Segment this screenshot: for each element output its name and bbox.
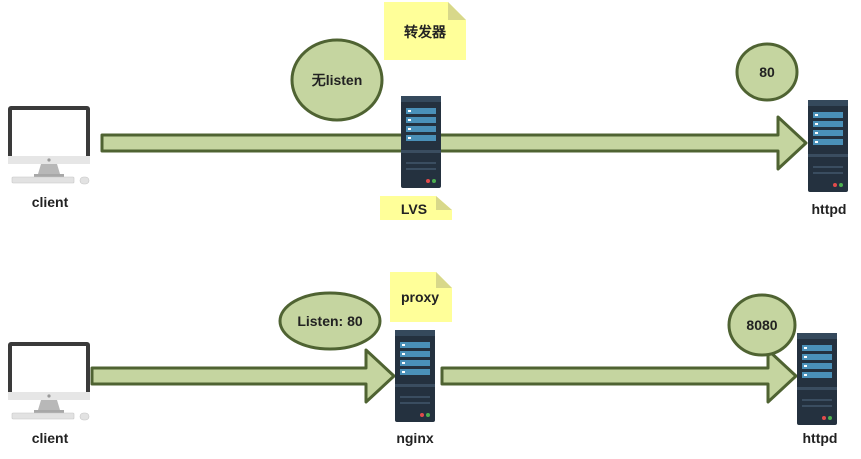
- nginx-to-httpd-arrow: [440, 348, 798, 404]
- top-httpd-server-icon: [808, 100, 848, 192]
- bottom-httpd-server-icon: [797, 333, 837, 425]
- client-computer-icon: [7, 105, 91, 185]
- client-label: client: [32, 194, 69, 210]
- bottom-httpd-label: httpd: [803, 430, 838, 446]
- lvs-note: LVS: [380, 196, 452, 220]
- client-to-nginx-arrow: [90, 348, 396, 404]
- bottom-client-label: client: [32, 430, 69, 446]
- listen-bubble-text: Listen: 80: [297, 313, 363, 329]
- proxy-note-text: proxy: [401, 289, 439, 305]
- bottom-port-bubble: 8080: [727, 293, 797, 357]
- no-listen-bubble-text: 无listen: [311, 72, 363, 88]
- forwarder-note-text: 转发器: [404, 24, 447, 40]
- no-listen-bubble: 无listen: [290, 38, 384, 122]
- top-port-bubble-text: 80: [759, 64, 775, 80]
- forwarder-note: 转发器: [384, 2, 466, 60]
- top-scenario: client 转发器 无listen LVS 80 httpd: [7, 2, 848, 220]
- nginx-server-icon: [395, 330, 435, 422]
- bottom-port-bubble-text: 8080: [746, 317, 777, 333]
- lvs-note-text: LVS: [401, 201, 427, 217]
- listen-bubble: Listen: 80: [278, 291, 382, 351]
- top-port-bubble: 80: [735, 42, 799, 102]
- bottom-scenario: client proxy Listen: 80 nginx 8080 httpd: [7, 272, 838, 446]
- bottom-client-computer-icon: [7, 341, 91, 421]
- proxy-note: proxy: [390, 272, 452, 322]
- nginx-label: nginx: [396, 430, 434, 446]
- lvs-server-icon: [401, 96, 441, 188]
- top-httpd-label: httpd: [812, 201, 847, 217]
- client-to-httpd-arrow: [100, 115, 808, 171]
